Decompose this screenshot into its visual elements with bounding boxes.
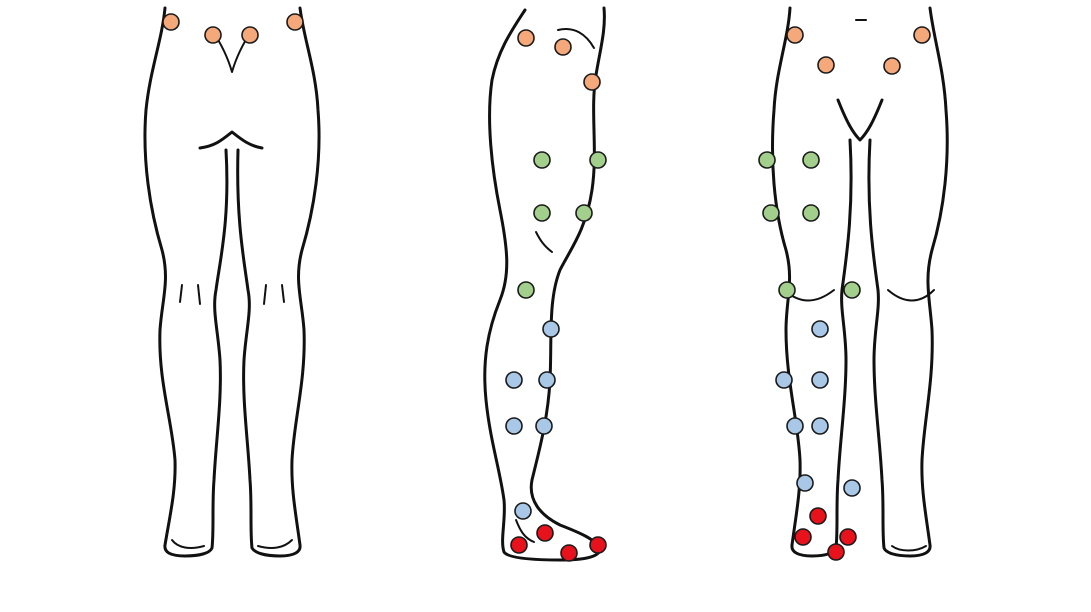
lower-leg-marker: [506, 372, 522, 388]
back-right-heel: [892, 546, 926, 551]
hip-marker: [518, 30, 534, 46]
foot-marker: [561, 545, 577, 561]
lower-leg-marker: [844, 480, 860, 496]
lower-leg-marker: [776, 372, 792, 388]
back-buttock-fold: [838, 100, 882, 140]
hip-marker: [163, 14, 179, 30]
hip-marker: [787, 27, 803, 43]
front-left-leg-outline: [145, 8, 227, 556]
lower-leg-marker: [787, 418, 803, 434]
lower-leg-marker: [506, 418, 522, 434]
thigh-marker: [763, 205, 779, 221]
side-view-leg: [485, 8, 605, 560]
thigh-marker: [779, 282, 795, 298]
back-view-legs: [773, 8, 948, 556]
foot-marker: [511, 537, 527, 553]
hip-marker: [914, 27, 930, 43]
lower-leg-marker: [797, 475, 813, 491]
front-left-foot-toes: [172, 540, 204, 548]
side-knee-detail: [536, 232, 552, 252]
front-crotch-line: [200, 132, 262, 148]
thigh-marker: [759, 152, 775, 168]
marker-layer: [163, 14, 930, 561]
foot-marker: [828, 544, 844, 560]
hip-marker: [884, 58, 900, 74]
thigh-marker: [576, 205, 592, 221]
front-left-knee-mark: [180, 285, 200, 304]
thigh-marker: [518, 282, 534, 298]
front-right-knee-mark: [264, 285, 284, 304]
lower-leg-marker: [812, 418, 828, 434]
lower-leg-marker: [543, 321, 559, 337]
front-right-foot-toes: [258, 540, 292, 548]
hip-marker: [242, 27, 258, 43]
lower-leg-marker: [536, 418, 552, 434]
foot-marker: [537, 525, 553, 541]
thigh-marker: [803, 205, 819, 221]
thigh-marker: [844, 282, 860, 298]
lower-leg-marker: [539, 372, 555, 388]
foot-marker: [840, 529, 856, 545]
foot-marker: [795, 529, 811, 545]
hip-marker: [205, 27, 221, 43]
thigh-marker: [534, 205, 550, 221]
front-right-leg-outline: [238, 8, 319, 556]
lower-leg-marker: [812, 372, 828, 388]
lower-leg-marker: [812, 321, 828, 337]
lower-leg-marker: [515, 503, 531, 519]
side-leg-front-outline: [485, 10, 600, 560]
hip-marker: [818, 57, 834, 73]
front-view-legs: [145, 8, 319, 556]
hip-marker: [555, 39, 571, 55]
back-right-leg-outline: [869, 8, 947, 556]
foot-marker: [810, 508, 826, 524]
hip-marker: [584, 74, 600, 90]
thigh-marker: [803, 152, 819, 168]
thigh-marker: [590, 152, 606, 168]
thigh-marker: [534, 152, 550, 168]
hip-marker: [287, 14, 303, 30]
foot-marker: [590, 537, 606, 553]
